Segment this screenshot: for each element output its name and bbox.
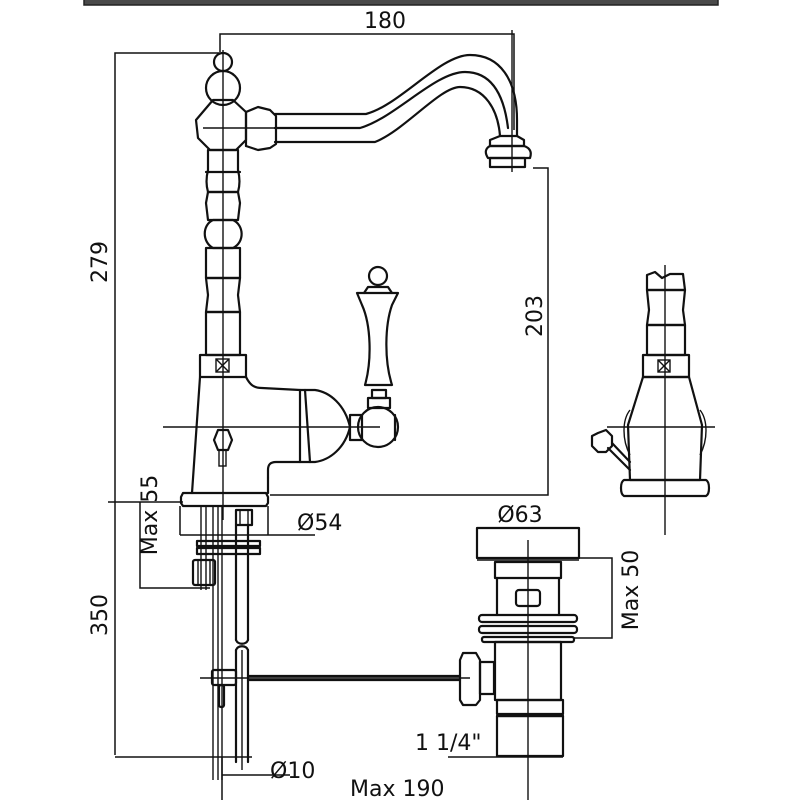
label-max-deck-thickness: Max 55: [138, 475, 163, 555]
dimension-total-height: 279: [88, 52, 220, 755]
label-waste-max-height: Max 50: [619, 550, 644, 630]
dimension-max-deck-thickness: Max 55: [108, 475, 210, 589]
dimension-waste-max-height: Max 50: [574, 550, 644, 639]
faucet-front-view: [163, 30, 532, 520]
label-max-rod-distance: Max 190: [350, 777, 444, 800]
faucet-side-view: [590, 265, 715, 535]
label-spout-reach: 180: [364, 9, 406, 34]
dimension-spout-reach: 180: [219, 9, 515, 130]
label-mounting-depth: 350: [88, 594, 113, 636]
label-base-diameter: Ø54: [297, 511, 342, 536]
dimension-waste-flange-diameter: Ø63: [477, 503, 579, 529]
header-bar: [83, 0, 719, 6]
mounting-hardware: [191, 506, 470, 780]
dimension-spout-outlet-height: 203: [270, 167, 549, 496]
pop-up-waste: [458, 526, 581, 800]
label-waste-thread: 1 1/4": [415, 731, 482, 756]
dimension-rod-diameter: Ø10: [221, 757, 315, 800]
dimension-base-diameter: Ø54: [179, 506, 342, 536]
label-total-height: 279: [88, 241, 113, 283]
label-waste-flange-diameter: Ø63: [497, 503, 542, 528]
label-spout-outlet-height: 203: [523, 295, 548, 337]
dimension-waste-thread: 1 1/4": [415, 731, 563, 758]
dimension-mounting-depth: 350: [88, 594, 252, 758]
label-rod-diameter: Ø10: [270, 759, 315, 784]
